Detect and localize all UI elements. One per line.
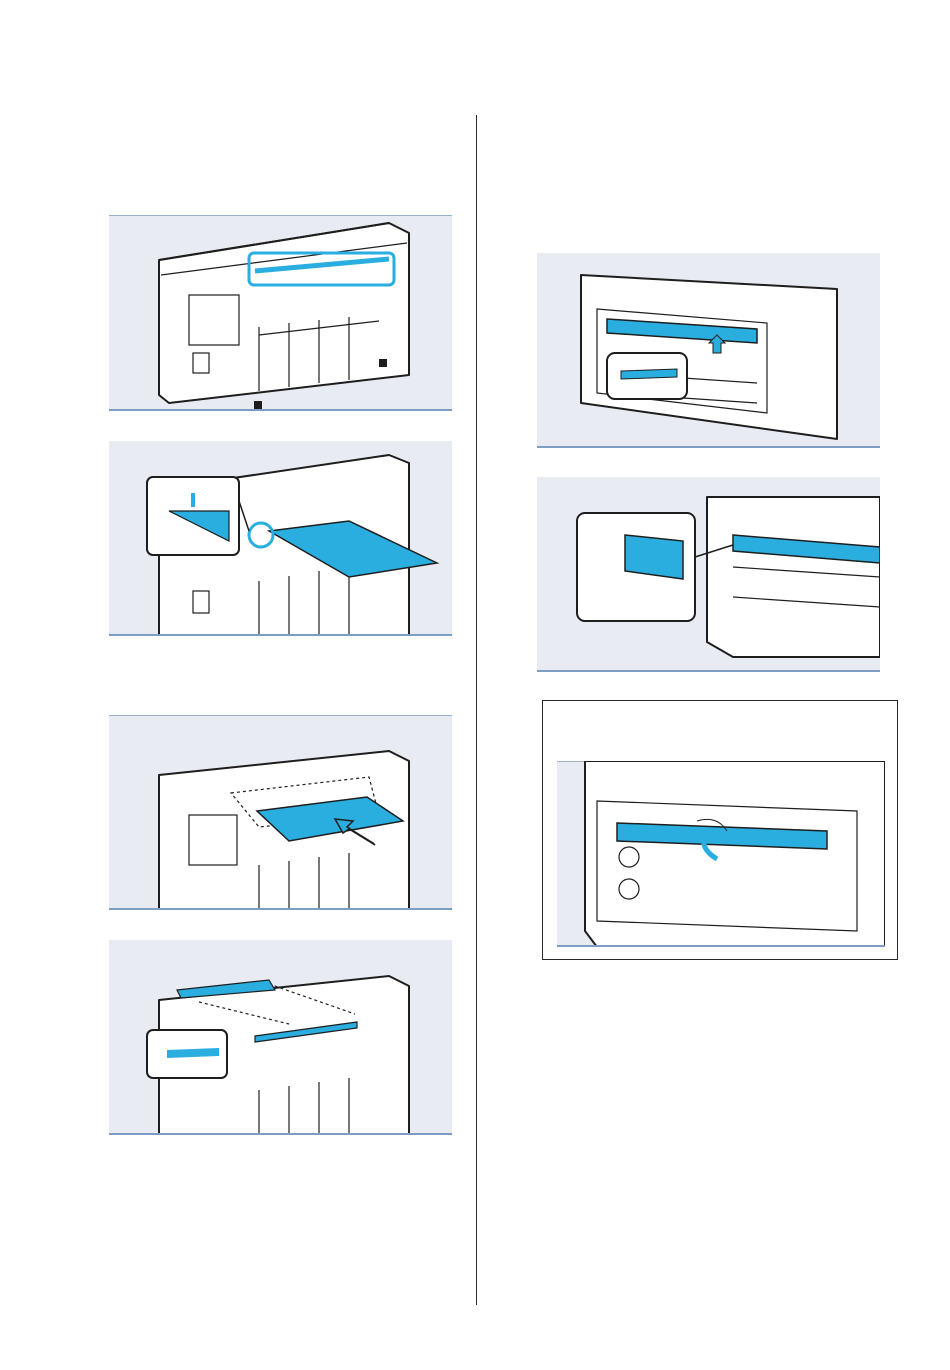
figure-paper-on-guide bbox=[109, 441, 452, 636]
column-divider bbox=[476, 115, 477, 1305]
figure-cover-latch bbox=[537, 477, 880, 672]
printer-open-cover-icon bbox=[537, 253, 880, 448]
printer-cover-latch-icon bbox=[537, 477, 880, 672]
figure-paper-inserted bbox=[109, 715, 452, 910]
printer-paper-fed-icon bbox=[109, 940, 452, 1135]
printer-paper-insert-icon bbox=[109, 715, 452, 910]
printer-roll-rotate-icon bbox=[557, 761, 885, 947]
figure-roll-rotate bbox=[557, 761, 885, 947]
figure-paper-fed bbox=[109, 940, 452, 1135]
figure-printer-slot-highlight bbox=[109, 215, 452, 411]
printer-front-icon bbox=[109, 215, 452, 411]
printer-paper-guide-icon bbox=[109, 441, 452, 636]
figure-open-cover bbox=[537, 253, 880, 448]
note-box bbox=[542, 700, 898, 960]
